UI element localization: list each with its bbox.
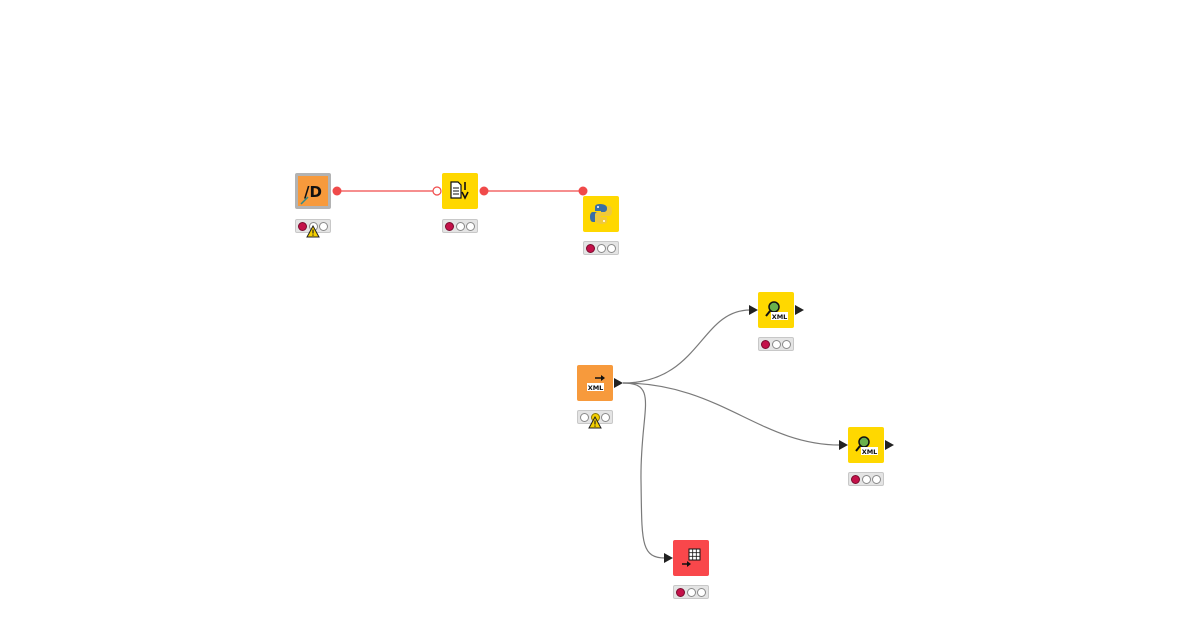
flow-variable-in-port[interactable]	[432, 186, 442, 196]
node-python-script[interactable]	[583, 196, 619, 232]
flow-variable-out-port[interactable]	[332, 186, 342, 196]
node-xpath-2[interactable]: XML	[848, 427, 884, 463]
status-light	[697, 587, 707, 597]
status-light	[872, 474, 882, 484]
status-light	[579, 412, 589, 422]
warning-icon[interactable]	[306, 225, 320, 238]
connection-xml-reader-to-xpath-2[interactable]	[622, 382, 841, 446]
xpath-icon: XML	[855, 436, 878, 456]
connection-xml-reader-to-table-writer[interactable]	[622, 382, 666, 559]
status-light	[297, 221, 307, 231]
status-light	[861, 474, 871, 484]
node-status-lights	[583, 241, 619, 255]
svg-text:XML: XML	[588, 384, 604, 392]
status-light	[444, 221, 454, 231]
status-light	[601, 412, 611, 422]
flow-variable-in-port[interactable]	[578, 186, 588, 196]
node-xml-reader[interactable]: XML	[577, 365, 613, 401]
status-light	[585, 243, 595, 253]
node-xpath-1[interactable]: XML	[758, 292, 794, 328]
status-light	[771, 339, 781, 349]
table-writer-icon	[682, 548, 701, 567]
node-status-lights	[848, 472, 884, 486]
xpath-icon: XML	[765, 301, 788, 321]
node-csv-reader[interactable]	[442, 173, 478, 209]
node-table-writer[interactable]	[673, 540, 709, 576]
status-light	[850, 474, 860, 484]
flow-variable-out-port[interactable]	[479, 186, 489, 196]
status-light	[319, 221, 329, 231]
svg-text:/D: /D	[304, 183, 322, 201]
node-status-lights	[673, 585, 709, 599]
xml-reader-icon: XML	[587, 375, 605, 392]
status-light	[686, 587, 696, 597]
data-in-port[interactable]	[839, 440, 848, 450]
csv-reader-icon	[450, 181, 469, 200]
data-in-port[interactable]	[749, 305, 758, 315]
status-light	[607, 243, 617, 253]
status-light	[596, 243, 606, 253]
node-db-connector[interactable]: /D	[295, 173, 331, 209]
data-out-port[interactable]	[795, 305, 804, 315]
status-light	[455, 221, 465, 231]
status-light	[466, 221, 476, 231]
python-icon	[590, 204, 612, 224]
node-status-lights	[758, 337, 794, 351]
status-light	[675, 587, 685, 597]
status-light	[782, 339, 792, 349]
data-in-port[interactable]	[664, 553, 673, 563]
status-light	[760, 339, 770, 349]
connection-xml-reader-to-xpath-1[interactable]	[622, 309, 751, 384]
node-status-lights	[442, 219, 478, 233]
svg-text:XML: XML	[772, 313, 788, 321]
data-out-port[interactable]	[614, 378, 623, 388]
data-out-port[interactable]	[885, 440, 894, 450]
svg-text:XML: XML	[862, 448, 878, 456]
warning-icon[interactable]	[588, 416, 602, 429]
db-connector-icon: /D	[300, 183, 322, 205]
